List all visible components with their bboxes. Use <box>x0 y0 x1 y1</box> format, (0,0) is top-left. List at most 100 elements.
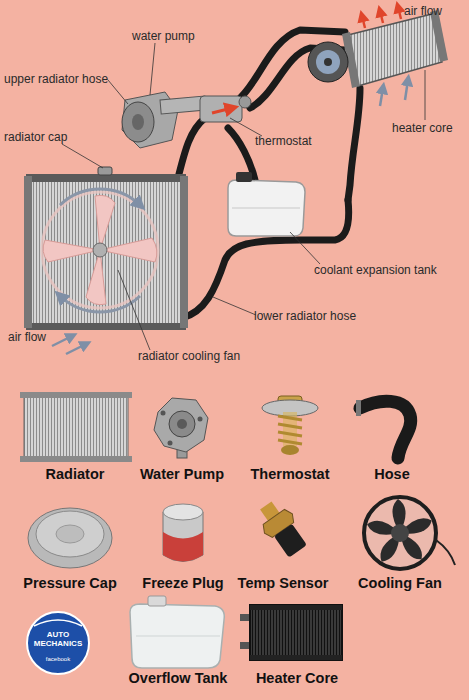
radiator <box>24 167 188 330</box>
cool-air-arrows-shape <box>405 80 408 100</box>
part-callout: lower radiator hose <box>254 309 404 323</box>
part-callout: upper radiator hose <box>4 72 134 86</box>
water-pump-shape <box>160 96 206 114</box>
pressure-cap-part-shape <box>56 525 84 543</box>
air-flow-arrows-shape <box>66 344 86 354</box>
water-pump-part-shape <box>168 441 173 446</box>
radiator-shape <box>180 176 188 328</box>
leader-lines-shape <box>150 43 155 95</box>
cooling-fan-part-shape <box>436 540 455 565</box>
radiator-fan <box>42 189 158 312</box>
blower-fan-shape <box>324 58 332 66</box>
heater-core-part <box>240 605 342 660</box>
part-callout: radiator cooling fan <box>138 349 288 363</box>
leader-lines <box>62 43 425 350</box>
water-pump-shape <box>132 114 144 130</box>
part-caption: Temp Sensor <box>223 575 343 592</box>
leader-lines-shape <box>213 297 256 315</box>
water-pump-part-shape <box>161 411 166 416</box>
freeze-plug-part-shape <box>163 504 203 520</box>
part-caption: Hose <box>332 466 452 483</box>
temp-sensor-part-shape <box>274 524 307 558</box>
radiator-part-shape <box>20 392 132 398</box>
temp-sensor-part <box>252 496 312 561</box>
air-flow-arrows <box>52 336 86 354</box>
leader-lines-shape <box>290 232 320 264</box>
leader-lines-shape <box>62 144 103 168</box>
pressure-cap-part <box>28 508 112 568</box>
heater-core-part-shape <box>250 605 342 610</box>
leader-lines-shape <box>425 70 426 120</box>
hose-part-shape <box>356 400 361 416</box>
heater-core-part-shape <box>250 655 342 660</box>
part-caption: Radiator <box>15 466 135 483</box>
water-pump-part-shape <box>198 417 203 422</box>
cooling-fan-part-shape <box>365 499 434 565</box>
cooling-fan-part-shape <box>364 497 436 569</box>
radiator-shape <box>98 167 112 175</box>
hose-part <box>356 400 411 458</box>
radiator-part <box>20 392 132 462</box>
blower-fan <box>308 42 348 82</box>
part-callout: coolant expansion tank <box>314 263 464 277</box>
part-callout: heater core <box>392 121 467 135</box>
radiator-fan-shape <box>60 189 140 205</box>
warm-air-arrows-shape <box>398 7 401 19</box>
logo-text: AUTO MECHANICS <box>28 630 88 648</box>
leader-lines-shape <box>230 118 262 136</box>
thermostat-housing-shape <box>200 96 242 122</box>
heater-core-part-shape <box>250 605 342 660</box>
cooling-fan-part-shape <box>391 524 409 542</box>
overflow-tank-part-shape <box>136 636 220 637</box>
warm-air-arrows <box>362 7 401 28</box>
warm-air-arrows-shape <box>362 16 365 28</box>
overflow-tank-part-shape <box>130 604 224 668</box>
radiator-fan-shape <box>60 296 140 312</box>
thermostat-housing-shape <box>239 96 251 108</box>
part-caption: Cooling Fan <box>340 575 460 592</box>
thermostat-part <box>262 396 318 455</box>
radiator-part-shape <box>24 396 128 458</box>
heater-core <box>342 10 448 88</box>
expansion-tank-shape <box>232 208 300 209</box>
part-caption: Heater Core <box>237 670 357 687</box>
overflow-tank-part-shape <box>148 596 166 606</box>
radiator-fan-shape <box>42 192 158 308</box>
thermostat-part-shape <box>278 416 302 444</box>
leader-lines-shape <box>108 80 128 104</box>
radiator-shape <box>26 323 186 330</box>
thermostat-housing-shape <box>212 108 232 113</box>
upper-hose <box>178 118 205 178</box>
part-callout: thermostat <box>255 134 335 148</box>
pressure-cap-part-shape <box>36 511 104 557</box>
radiator-shape <box>30 180 182 325</box>
warm-air-arrows-shape <box>380 11 383 23</box>
water-pump-part-shape <box>154 398 208 452</box>
water-pump-part-shape <box>169 411 195 437</box>
radiator-fan-shape <box>100 238 157 262</box>
radiator-fan-shape <box>93 243 107 257</box>
thermostat-part-shape <box>281 445 299 455</box>
logo-badge <box>27 612 89 674</box>
radiator-fan-shape <box>95 195 115 250</box>
watermark-text: facebook <box>28 656 88 663</box>
freeze-plug-part <box>163 504 203 562</box>
logo-badge-shape <box>34 620 82 626</box>
expansion-tank-shape <box>228 180 305 236</box>
blower-fan-shape <box>316 50 340 74</box>
expansion-tank-shape <box>236 172 252 182</box>
heater-core-shape <box>348 14 442 86</box>
part-callout: air flow <box>8 330 78 344</box>
leader-lines-shape <box>118 270 150 350</box>
blower-fan-shape <box>308 42 348 82</box>
part-caption: Freeze Plug <box>123 575 243 592</box>
heater-outlet-hose <box>348 88 360 200</box>
part-caption: Water Pump <box>122 466 242 483</box>
part-caption: Overflow Tank <box>118 670 238 687</box>
water-pump <box>122 92 206 148</box>
part-callout: air flow <box>404 4 464 18</box>
part-caption: Thermostat <box>230 466 350 483</box>
